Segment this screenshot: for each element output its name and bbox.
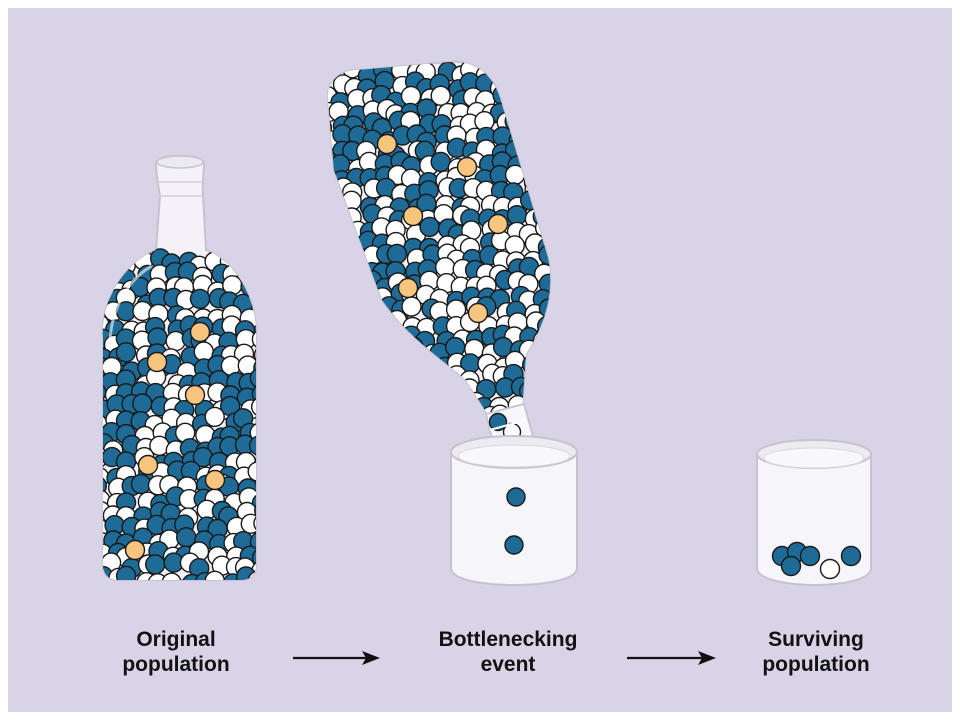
bead (780, 555, 802, 577)
bead (204, 406, 225, 428)
bead (137, 454, 159, 476)
surviving-cup (756, 439, 872, 587)
bead (189, 288, 211, 310)
bead (204, 570, 226, 580)
label-line-2: event (480, 653, 536, 676)
bead (251, 383, 257, 404)
bead (249, 531, 257, 553)
bead (249, 367, 257, 389)
bead (146, 351, 168, 373)
bead (819, 558, 841, 580)
bead (251, 329, 257, 350)
bead (184, 384, 206, 406)
bead (376, 133, 398, 155)
bead (456, 156, 478, 178)
bead (799, 545, 821, 567)
bead (840, 545, 862, 567)
label-line-1: Bottlenecking (438, 628, 578, 651)
bead (504, 535, 524, 555)
bead (254, 500, 257, 521)
original-population-beads (102, 248, 257, 580)
bead (487, 213, 509, 235)
bead (430, 151, 451, 173)
right-arrow-icon (627, 651, 716, 665)
bead (467, 302, 489, 324)
bead (161, 572, 182, 580)
label-line-2: population (762, 653, 870, 676)
label-line-1: Original (136, 628, 216, 651)
bead (400, 85, 422, 107)
bead (251, 547, 257, 568)
original-bottle (101, 154, 258, 581)
bead (255, 318, 257, 340)
bead (386, 243, 408, 265)
bead (253, 357, 257, 379)
original-population-label: Original population (56, 627, 296, 677)
bead (253, 344, 257, 366)
bead (402, 205, 424, 227)
bead (419, 216, 440, 238)
bead (247, 461, 257, 482)
bead (102, 475, 108, 496)
label-line-1: Surviving (768, 628, 864, 651)
bead (189, 321, 211, 343)
middle-cup (450, 435, 578, 587)
bead (144, 554, 166, 575)
bottlenecking-event-label: Bottlenecking event (388, 627, 628, 677)
bead (251, 492, 257, 514)
bead (115, 342, 137, 363)
bead (506, 487, 526, 507)
bead (253, 513, 257, 534)
bead (401, 296, 422, 317)
bead (130, 473, 152, 495)
right-arrow-icon (293, 651, 380, 665)
bead (115, 565, 137, 580)
bead (397, 277, 419, 299)
label-line-2: population (122, 653, 230, 676)
bead (251, 396, 257, 417)
falling-beads (504, 487, 526, 555)
surviving-population-beads (771, 541, 862, 580)
bead (327, 117, 333, 139)
bead (204, 469, 226, 491)
bead (124, 539, 146, 561)
bead (430, 85, 451, 107)
bead (132, 393, 153, 414)
bead (248, 435, 257, 456)
surviving-population-label: Surviving population (696, 627, 936, 677)
